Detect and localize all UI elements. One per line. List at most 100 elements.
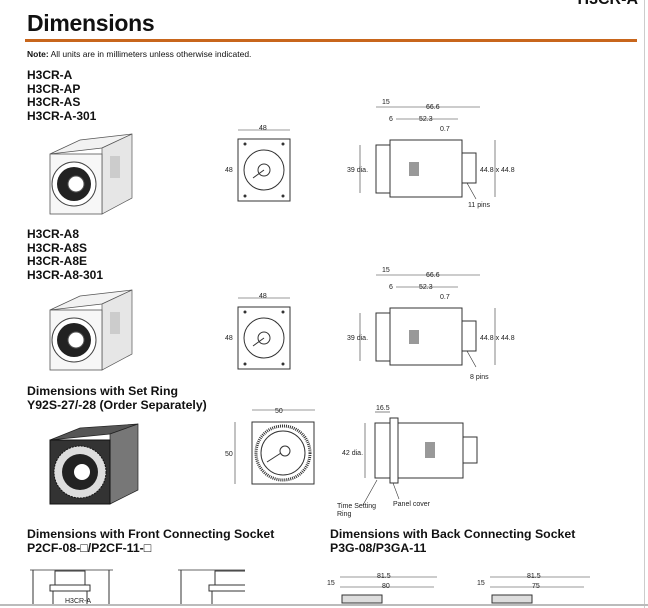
dim: 6 xyxy=(389,116,393,123)
drawing-line xyxy=(375,144,391,194)
model-name: H3CR-A xyxy=(27,68,73,82)
front-view-3: 50 50 xyxy=(225,408,315,485)
section-heading: Dimensions with Back Connecting Socket xyxy=(330,527,576,541)
dim-width: 48 xyxy=(259,293,267,300)
section-subheading: Y92S-27/-28 (Order Separately) xyxy=(27,398,207,412)
drawing-line xyxy=(74,464,90,480)
dim: 15 xyxy=(382,99,390,106)
dim: 66.6 xyxy=(426,272,440,279)
drawing-line xyxy=(461,320,477,352)
drawing-line xyxy=(461,152,477,184)
drawing-line xyxy=(67,175,85,193)
drawing-line xyxy=(281,310,285,314)
drawing-line xyxy=(52,590,88,605)
section-heading: Dimensions with Set Ring xyxy=(27,384,178,398)
drawing-line xyxy=(110,156,120,178)
dim: 6 xyxy=(389,284,393,291)
drawing-line xyxy=(389,307,463,366)
time-setting-ring-label: Time Setting xyxy=(337,503,376,510)
drawing-line xyxy=(341,594,383,604)
drawing-line xyxy=(491,594,533,604)
drawing-line xyxy=(279,445,291,457)
drawing-line xyxy=(254,424,312,482)
product-photo-1 xyxy=(49,133,133,215)
drawing-line xyxy=(389,139,463,198)
model-name: H3CR-AP xyxy=(27,81,81,96)
page-header-model: H3CR-A xyxy=(578,0,638,9)
dim: 15 xyxy=(382,267,390,274)
dim-size: 44.8 x 44.8 xyxy=(480,335,515,342)
drawing-line xyxy=(252,337,265,347)
back-socket-heading: Dimensions with Back Connecting Socket P… xyxy=(330,527,575,555)
drawing-line xyxy=(281,142,285,146)
front-socket-heading: Dimensions with Front Connecting Socket … xyxy=(27,527,274,555)
title-rule xyxy=(25,39,637,42)
drawing-line xyxy=(110,312,120,334)
dim: 75 xyxy=(532,583,540,590)
side-view-2: 15 66.6 6 52.3 0.7 39 dia. 44.8 x 44.8 8… xyxy=(347,267,515,381)
page-title: Dimensions xyxy=(27,10,155,36)
drawing-line xyxy=(409,162,419,176)
note-text: All units are in millimeters unless othe… xyxy=(48,49,252,59)
model-label: H3CR-A xyxy=(65,598,91,605)
drawing-line xyxy=(281,362,285,366)
drawing-line xyxy=(374,422,391,479)
dim: 15 xyxy=(477,580,485,587)
section-subheading: P2CF-08-□/P2CF-11-□ xyxy=(27,541,152,555)
set-ring-heading: Dimensions with Set Ring Y92S-27/-28 (Or… xyxy=(27,384,207,412)
drawing-line xyxy=(211,590,245,605)
dim: 16.5 xyxy=(376,405,390,412)
drawing-line xyxy=(54,570,86,586)
model-name: H3CR-A8S xyxy=(27,240,88,255)
front-view-1: 48 48 xyxy=(225,125,291,202)
drawing-line xyxy=(243,142,247,146)
back-socket-drawings: 15 81.5 80 15 81.5 75 xyxy=(327,573,590,604)
model-name: H3CR-A8E xyxy=(27,254,88,268)
drawing-line xyxy=(237,138,291,202)
dim-height: 48 xyxy=(225,167,233,174)
product-photo-2 xyxy=(49,289,133,371)
section-heading: Dimensions with Front Connecting Socket xyxy=(27,527,275,541)
drawing-line xyxy=(466,350,477,368)
dim: 81.5 xyxy=(527,573,541,580)
page-edge xyxy=(0,604,648,606)
pins-label: 8 pins xyxy=(470,374,489,381)
front-view-2: 48 48 xyxy=(225,293,291,370)
dim-diameter: 39 dia. xyxy=(347,335,368,342)
drawing-line xyxy=(243,317,285,359)
drawing-line xyxy=(425,442,435,458)
drawing-line xyxy=(237,306,291,370)
dim-diameter: 39 dia. xyxy=(347,167,368,174)
page-edge xyxy=(644,0,645,608)
drawing-line xyxy=(375,312,391,362)
dim: 15 xyxy=(327,580,335,587)
dim-height: 48 xyxy=(225,335,233,342)
dim: 0.7 xyxy=(440,294,450,301)
drawing-line xyxy=(208,584,245,592)
drawing-line xyxy=(67,331,85,349)
drawing-line xyxy=(243,194,247,198)
dim-height: 50 xyxy=(225,451,233,458)
dim-size: 44.8 x 44.8 xyxy=(480,167,515,174)
drawing-line xyxy=(409,330,419,344)
drawing-line xyxy=(260,430,306,476)
dim: 52.3 xyxy=(419,284,433,291)
drawing-line xyxy=(49,584,91,592)
drawing-line xyxy=(392,482,400,500)
drawing-line xyxy=(251,421,315,485)
drawing-line xyxy=(214,570,245,586)
dim: 66.6 xyxy=(426,104,440,111)
model-list-2: H3CR-A8 H3CR-A8S H3CR-A8E H3CR-A8-301 xyxy=(27,227,104,282)
front-socket-drawing: H3CR-A xyxy=(30,569,245,605)
drawing-line xyxy=(243,362,247,366)
drawing-line xyxy=(266,452,282,463)
model-list-1: H3CR-A H3CR-AP H3CR-AS H3CR-A-301 xyxy=(27,68,96,123)
dim: 81.5 xyxy=(377,573,391,580)
set-ring-photo xyxy=(49,423,139,505)
model-name: H3CR-A8-301 xyxy=(27,267,104,282)
dim-width: 50 xyxy=(275,408,283,415)
pins-label: 11 pins xyxy=(468,202,491,209)
drawing-line xyxy=(243,149,285,191)
drawing-line xyxy=(389,417,399,484)
time-setting-ring-label: Ring xyxy=(337,511,352,518)
